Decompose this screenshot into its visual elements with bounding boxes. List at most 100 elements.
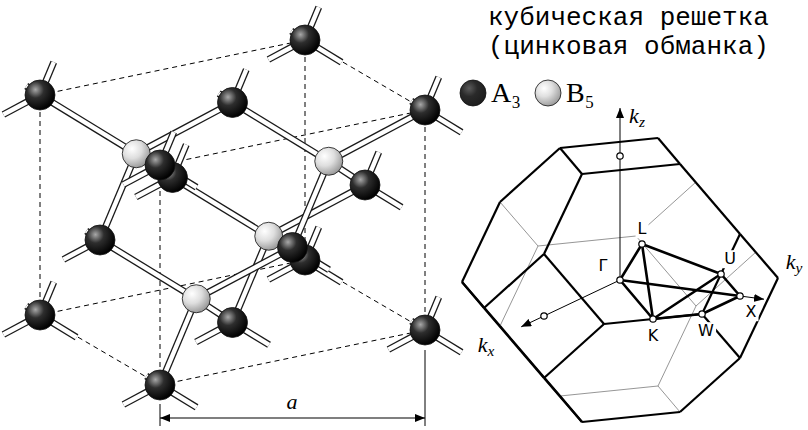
brillouin-zone <box>462 108 778 422</box>
legend-swatch <box>458 78 488 108</box>
bond <box>205 252 283 294</box>
atom-a3 <box>350 170 380 200</box>
bond-core <box>181 183 260 231</box>
bond-outline <box>164 308 192 376</box>
bond-outline <box>297 170 325 238</box>
bond-core <box>337 115 415 157</box>
dimension-tick <box>425 350 426 426</box>
atom-a3 <box>145 150 175 180</box>
atom-a3 <box>85 225 115 255</box>
zone-hidden-edge <box>560 386 658 396</box>
zone-edge <box>702 234 740 314</box>
bond-core <box>49 100 128 148</box>
zone-edge <box>462 282 484 308</box>
symmetry-point <box>617 153 623 159</box>
bond <box>337 115 415 157</box>
bond-core <box>104 163 132 231</box>
atom-b5 <box>182 285 210 313</box>
bond-core <box>297 170 325 238</box>
legend-sphere <box>535 80 561 106</box>
unit-cell-edge <box>40 95 41 315</box>
k-axis <box>620 280 764 299</box>
zone-hidden-edge <box>658 386 680 412</box>
zone-edge <box>604 314 702 324</box>
symmetry-point <box>737 293 743 299</box>
zone-edge <box>484 254 544 308</box>
bond-outline <box>104 163 132 231</box>
dimension-tick <box>160 404 161 426</box>
point-label: X <box>744 303 759 321</box>
atom-a3 <box>218 308 248 338</box>
bond-outline <box>109 245 188 293</box>
bond-outline <box>337 115 415 157</box>
bond-outline <box>237 245 265 313</box>
bond <box>49 100 128 148</box>
unit-cell-edge <box>40 315 160 385</box>
atom-a3 <box>218 88 248 118</box>
bond <box>241 108 320 156</box>
bond-outline <box>181 183 260 231</box>
atoms <box>25 25 440 400</box>
bond <box>237 245 265 313</box>
axis-label: kz <box>627 104 647 128</box>
legend: A₃ B₅ <box>458 78 606 108</box>
zone-edge <box>544 254 604 324</box>
zone-hidden-edge <box>500 202 538 246</box>
zone-edge <box>582 164 680 174</box>
symmetry-point <box>718 271 724 277</box>
symmetry-path <box>620 244 642 280</box>
bond <box>104 163 132 231</box>
bond-core <box>109 245 188 293</box>
zone-edge <box>658 138 680 164</box>
bond <box>181 183 260 231</box>
atom-a3 <box>278 233 308 263</box>
symmetry-point <box>541 313 547 319</box>
atom-a3 <box>410 95 440 125</box>
unit-cell-edge <box>305 40 425 110</box>
symmetry-path <box>642 244 721 274</box>
point-label: W <box>696 322 716 340</box>
zone-edge <box>740 278 778 358</box>
symmetry-path <box>702 296 740 314</box>
zone-edge <box>500 148 560 202</box>
dimension-a <box>160 350 425 426</box>
zone-edge <box>544 174 582 254</box>
legend-swatch <box>533 78 563 108</box>
symmetry-point <box>650 316 656 322</box>
symmetry-point <box>617 277 623 283</box>
point-label: L <box>636 220 649 238</box>
zone-edge <box>544 324 604 378</box>
axis-label: ky <box>784 250 805 274</box>
unit-cell-edge <box>305 260 425 330</box>
zone-edge <box>560 138 658 148</box>
bond-core <box>205 252 283 294</box>
atom-a3 <box>25 80 55 110</box>
bond-outline <box>205 252 283 294</box>
zone-edge <box>544 378 582 422</box>
atom-a3 <box>145 370 175 400</box>
dimension-label: a <box>285 390 300 414</box>
legend-sphere <box>460 80 486 106</box>
zone-edge <box>560 148 582 174</box>
atom-b5 <box>315 147 343 175</box>
point-label: K <box>646 327 661 345</box>
legend-text: A₃ <box>491 78 521 108</box>
zone-edge <box>680 164 740 234</box>
legend-text: B₅ <box>566 78 594 108</box>
zone-edge <box>740 234 778 278</box>
unit-cell-edges <box>40 40 425 385</box>
zone-edge <box>582 412 680 422</box>
bond-core <box>145 107 223 149</box>
legend-item: A₃ <box>458 78 521 108</box>
bond-outline <box>49 100 128 148</box>
k-axis <box>620 108 621 280</box>
atom-a3 <box>410 315 440 345</box>
axis-label: kx <box>476 333 497 357</box>
bond-core <box>237 245 265 313</box>
atom-a3 <box>25 300 55 330</box>
zone-edge <box>484 308 544 378</box>
k-axis <box>521 280 620 327</box>
bond-core <box>164 308 192 376</box>
